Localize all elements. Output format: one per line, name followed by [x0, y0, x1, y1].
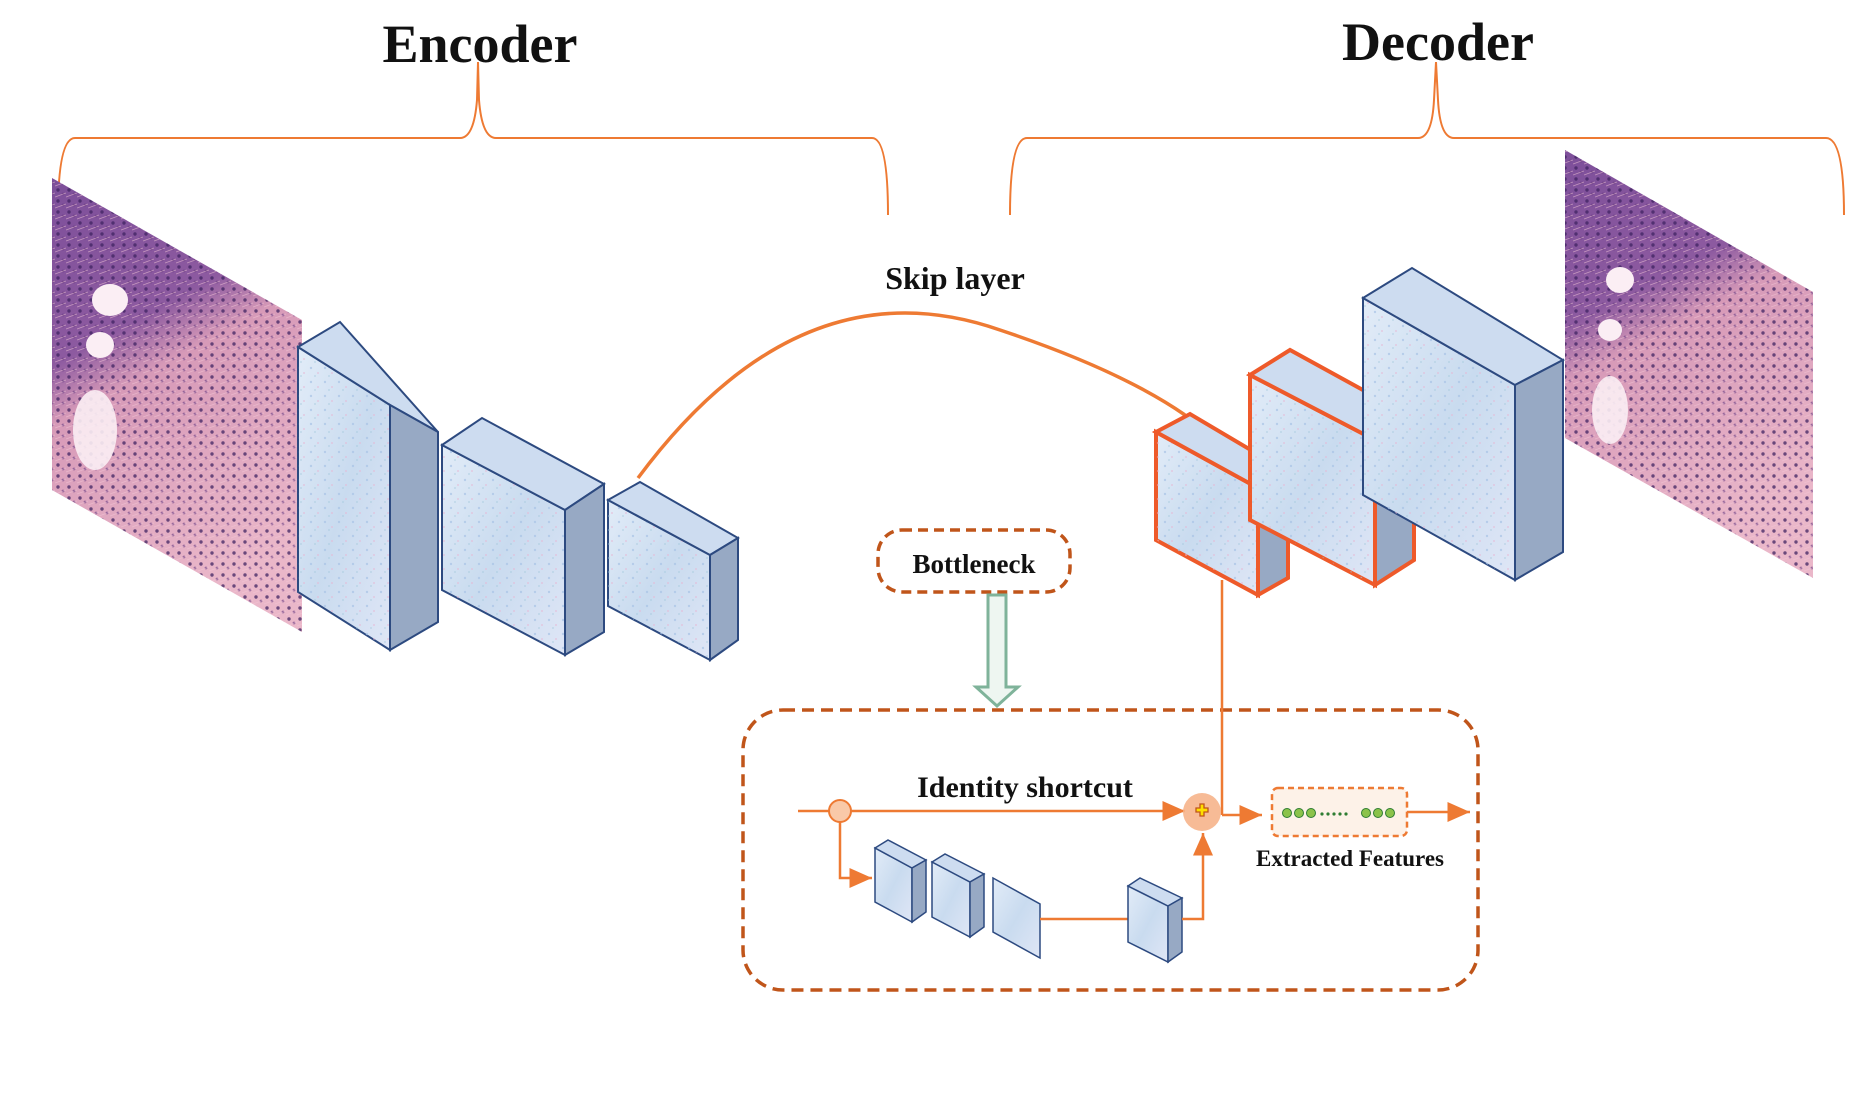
feature-dots	[1282, 808, 1395, 818]
encoder-block-3	[605, 480, 740, 662]
add-node-icon	[1183, 793, 1221, 831]
input-histology-image	[52, 178, 302, 632]
bottleneck-detail-container	[741, 708, 1480, 992]
split-node-icon	[828, 799, 852, 823]
extracted-features-label: Extracted Features	[1256, 846, 1444, 871]
bottleneck-box	[876, 528, 1072, 594]
output-histology-image	[1565, 150, 1813, 578]
small-block-1	[873, 839, 928, 924]
decoder-brace	[1009, 61, 1845, 216]
down-arrow-icon	[972, 593, 1022, 709]
encoder-title: Encoder	[383, 14, 578, 74]
decoder-block-2	[1245, 347, 1419, 589]
small-block-2	[930, 853, 986, 939]
skip-layer-label: Skip layer	[885, 260, 1025, 296]
identity-shortcut-label: Identity shortcut	[917, 771, 1133, 804]
encoder-brace	[57, 61, 889, 216]
small-block-3	[992, 876, 1041, 960]
branch-to-add-line	[1182, 833, 1213, 921]
decoder-title: Decoder	[1342, 12, 1534, 72]
skip-layer-arc	[636, 311, 1186, 480]
small-block-4	[1126, 877, 1184, 964]
encoder-block-1	[296, 320, 439, 652]
bottleneck-label: Bottleneck	[913, 549, 1036, 579]
decoder-block-3	[1361, 266, 1566, 582]
encoder-block-2	[440, 416, 606, 657]
residual-branch-line	[838, 822, 872, 888]
